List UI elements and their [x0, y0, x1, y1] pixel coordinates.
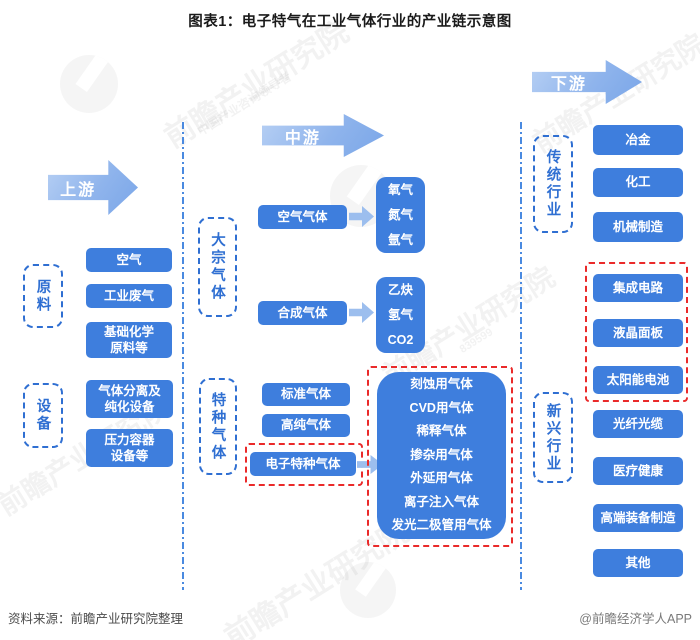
- node-basic-chemical-raw-materials: 基础化学 原料等: [86, 322, 172, 358]
- watermark-code: 839599: [457, 326, 496, 356]
- node-gas-separation-purification-equipment: 气体分离及 纯化设备: [86, 380, 173, 418]
- category-bulk-gases: 大宗气体: [198, 217, 237, 317]
- category-traditional-industries-label: 传统行业: [544, 149, 561, 219]
- category-emerging-industries-label: 新兴行业: [544, 402, 561, 473]
- gas-etching: 刻蚀用气体: [410, 377, 473, 392]
- category-equipment: 设备: [23, 383, 63, 448]
- upstream-arrow-label: 上游: [60, 181, 97, 199]
- arrow-synthetic-gases-to-products-icon: [349, 302, 374, 323]
- node-air-gases: 空气气体: [258, 205, 347, 229]
- category-raw-materials: 原料: [23, 264, 63, 328]
- downstream-arrow: 下游: [532, 60, 642, 104]
- node-synthetic-gas-products: 乙炔 氢气 CO2: [376, 277, 425, 353]
- node-lcd-panels: 液晶面板: [593, 319, 683, 347]
- arrow-air-gases-to-products-icon: [349, 206, 374, 227]
- category-bulk-gases-label: 大宗气体: [209, 232, 225, 302]
- node-standard-gases: 标准气体: [262, 383, 350, 406]
- credit-note: @前瞻经济学人APP: [579, 612, 692, 626]
- node-solar-cells: 太阳能电池: [593, 366, 683, 394]
- node-high-purity-gases: 高纯气体: [262, 414, 350, 437]
- product-nitrogen: 氮气: [387, 207, 413, 222]
- product-co2: CO2: [387, 332, 414, 347]
- category-traditional-industries: 传统行业: [533, 135, 573, 233]
- gas-cvd: CVD用气体: [409, 400, 474, 415]
- gas-ion-implantation: 离子注入气体: [403, 494, 479, 509]
- node-electronic-gas-list: 刻蚀用气体 CVD用气体 稀释气体 掺杂用气体 外延用气体 离子注入气体 发光二…: [377, 372, 506, 539]
- chart-title: 图表1：电子特气在工业气体行业的产业链示意图: [188, 14, 512, 30]
- downstream-arrow-label: 下游: [550, 76, 587, 93]
- gas-epitaxy: 外延用气体: [410, 471, 473, 486]
- upstream-arrow: 上游: [48, 160, 138, 215]
- node-medical-health: 医疗健康: [593, 457, 683, 485]
- category-emerging-industries: 新兴行业: [533, 392, 573, 483]
- node-others: 其他: [593, 549, 683, 577]
- product-acetylene: 乙炔: [387, 282, 413, 297]
- node-air: 空气: [86, 248, 172, 272]
- category-specialty-gases-label: 特种气体: [209, 391, 226, 462]
- highlight-frame-electronic-gas-list: [367, 366, 513, 547]
- node-industrial-waste-gas: 工业废气: [86, 284, 172, 308]
- node-electronic-specialty-gases: 电子特种气体: [250, 452, 356, 476]
- category-specialty-gases: 特种气体: [199, 378, 237, 475]
- node-integrated-circuits: 集成电路: [593, 274, 683, 302]
- midstream-arrow: 中游: [262, 114, 384, 157]
- category-equipment-label: 设备: [34, 398, 51, 433]
- node-chemical-industry: 化工: [593, 168, 683, 197]
- product-hydrogen: 氢气: [387, 307, 413, 322]
- category-raw-materials-label: 原料: [34, 278, 51, 314]
- node-metallurgy: 冶金: [593, 125, 683, 155]
- midstream-arrow-label: 中游: [284, 129, 321, 147]
- node-machinery-manufacturing: 机械制造: [593, 212, 683, 242]
- source-note: 资料来源：前瞻产业研究院整理: [8, 612, 184, 626]
- divider-upstream-midstream: [182, 122, 184, 590]
- node-optical-fiber-cable: 光纤光缆: [593, 410, 683, 438]
- divider-midstream-downstream: [520, 122, 522, 590]
- node-synthetic-gases: 合成气体: [258, 301, 347, 325]
- gas-dilution: 稀释气体: [416, 424, 467, 439]
- gas-led: 发光二极管用气体: [391, 518, 492, 533]
- highlight-frame-emerging-targets: [585, 262, 688, 402]
- node-pressure-vessel-equipment: 压力容器 设备等: [86, 429, 173, 467]
- product-oxygen: 氧气: [387, 182, 413, 197]
- product-argon: 氩气: [387, 232, 413, 247]
- qianzhan-logo-watermark: [340, 562, 396, 618]
- node-air-gas-products: 氧气 氮气 氩气: [376, 177, 425, 253]
- node-high-end-equipment-manufacturing: 高端装备制造: [593, 504, 683, 532]
- gas-doping: 掺杂用气体: [410, 447, 473, 462]
- qianzhan-logo-watermark: [60, 55, 118, 113]
